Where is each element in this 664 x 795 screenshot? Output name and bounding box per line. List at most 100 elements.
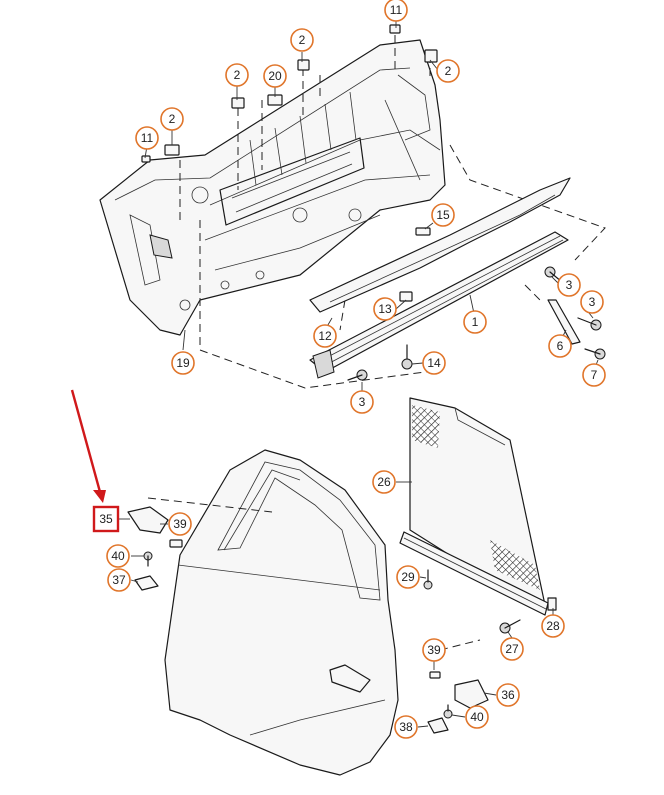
callout-label: 40 (111, 549, 125, 563)
callout-ring (396, 565, 420, 589)
callout-label: 12 (318, 329, 332, 343)
callout-label: 40 (470, 710, 484, 724)
screw-29 (423, 569, 433, 590)
callout-label: 6 (557, 339, 564, 353)
callout-ring (313, 324, 337, 348)
callout-28[interactable]: 28 (541, 614, 565, 638)
callout-ring (436, 59, 460, 83)
callout-ring (350, 390, 374, 414)
callout-3[interactable]: 3 (350, 390, 374, 414)
clip-parts (141, 24, 438, 302)
callout-29[interactable]: 29 (396, 565, 420, 589)
callout-ring (263, 64, 287, 88)
callout-label: 2 (234, 68, 241, 82)
callout-7[interactable]: 7 (582, 363, 606, 387)
callout-label: 3 (566, 278, 573, 292)
callout-label: 27 (505, 642, 519, 656)
callout-39[interactable]: 39 (168, 512, 192, 536)
callout-label: 20 (268, 69, 282, 83)
callout-6[interactable]: 6 (548, 334, 572, 358)
callout-label: 3 (589, 295, 596, 309)
callout-label: 37 (112, 573, 126, 587)
callout-13[interactable]: 13 (373, 297, 397, 321)
screw-40a (143, 551, 153, 567)
callout-label: 39 (173, 517, 187, 531)
screw-3c (347, 369, 368, 381)
highlight-arrow (70, 389, 106, 503)
callout-label: 36 (501, 688, 515, 702)
callout-ring (500, 637, 524, 661)
callout-ring (290, 28, 314, 52)
callout-27[interactable]: 27 (500, 637, 524, 661)
callout-label: 39 (427, 643, 441, 657)
callout-ring (431, 203, 455, 227)
callout-label: 13 (378, 302, 392, 316)
callout-40[interactable]: 40 (106, 544, 130, 568)
callout-ring (394, 715, 418, 739)
callout-label: 1 (472, 315, 479, 329)
callout-2[interactable]: 2 (225, 63, 249, 87)
callout-label: 7 (591, 368, 598, 382)
callout-label: 26 (377, 475, 391, 489)
callout-ring (580, 290, 604, 314)
rear-door (164, 449, 399, 776)
screw-27 (499, 619, 521, 634)
screw-14 (401, 344, 413, 370)
callout-ring (107, 568, 131, 592)
callout-11[interactable]: 11 (135, 126, 159, 150)
highlighted-callout-35[interactable]: 35 (92, 505, 120, 533)
callout-2[interactable]: 2 (436, 59, 460, 83)
callout-ring (171, 351, 195, 375)
window-blind (399, 397, 557, 634)
callout-ring (463, 310, 487, 334)
callout-3[interactable]: 3 (557, 273, 581, 297)
callout-ring (548, 334, 572, 358)
callout-label: 2 (445, 64, 452, 78)
callout-15[interactable]: 15 (431, 203, 455, 227)
callout-2[interactable]: 2 (290, 28, 314, 52)
callout-14[interactable]: 14 (422, 351, 446, 375)
callout-ring (422, 351, 446, 375)
callout-2[interactable]: 2 (160, 107, 184, 131)
callout-label: 11 (141, 131, 154, 145)
callout-40[interactable]: 40 (465, 705, 489, 729)
callout-11[interactable]: 11 (384, 0, 408, 22)
callout-ring (384, 0, 408, 22)
callout-ring (465, 705, 489, 729)
callout-label: 14 (427, 356, 441, 370)
callout-37[interactable]: 37 (107, 568, 131, 592)
callout-label: 38 (399, 720, 413, 734)
callout-label: 19 (176, 356, 190, 370)
door-small-parts (127, 497, 489, 734)
callout-label: 11 (390, 3, 403, 17)
callout-39[interactable]: 39 (422, 638, 446, 662)
callout-ring (106, 544, 130, 568)
callout-ring (496, 683, 520, 707)
callout-label: 15 (436, 208, 450, 222)
callout-ring (160, 107, 184, 131)
callout-38[interactable]: 38 (394, 715, 418, 739)
callout-ring (422, 638, 446, 662)
rear-panel-assembly (99, 39, 446, 336)
callout-26[interactable]: 26 (372, 470, 396, 494)
callout-label: 2 (299, 33, 306, 47)
callout-ring (225, 63, 249, 87)
leader-lines (118, 20, 599, 728)
screw-parts (347, 266, 606, 381)
screw-40b (443, 704, 453, 719)
callout-12[interactable]: 12 (313, 324, 337, 348)
callout-label: 28 (546, 619, 560, 633)
callout-36[interactable]: 36 (496, 683, 520, 707)
callout-19[interactable]: 19 (171, 351, 195, 375)
callout-ring (135, 126, 159, 150)
callout-label: 2 (169, 112, 176, 126)
callout-label: 3 (359, 395, 366, 409)
callout-ring (168, 512, 192, 536)
callout-ring (582, 363, 606, 387)
callout-1[interactable]: 1 (463, 310, 487, 334)
callout-ring (557, 273, 581, 297)
callout-3[interactable]: 3 (580, 290, 604, 314)
screw-3b (577, 317, 602, 331)
callout-20[interactable]: 20 (263, 64, 287, 88)
